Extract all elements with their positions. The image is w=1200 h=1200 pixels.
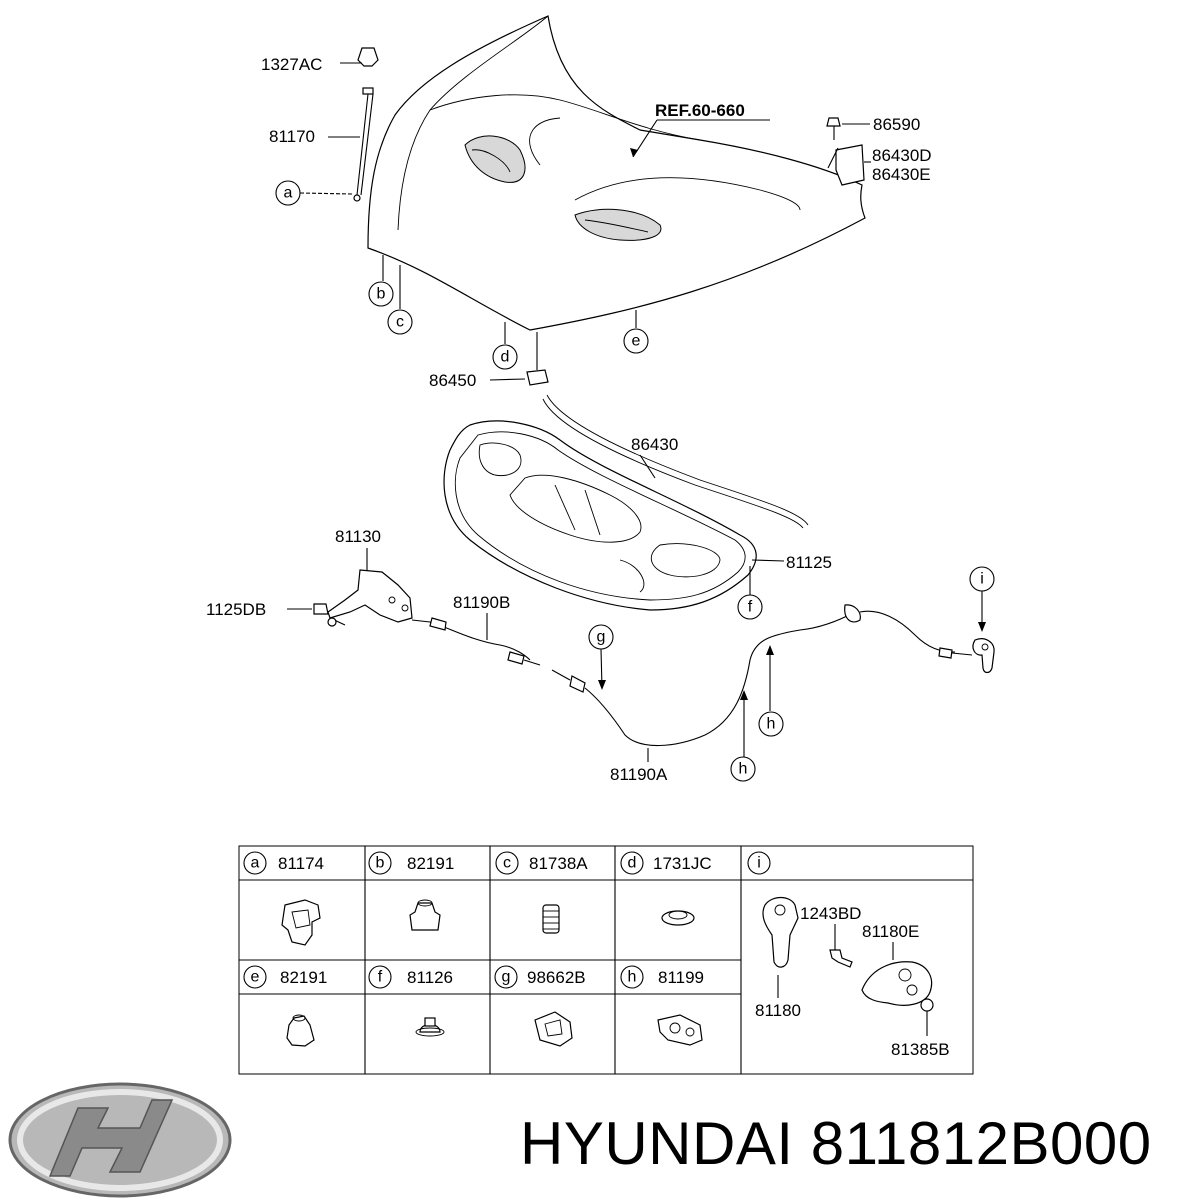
lever-81180e-icon bbox=[861, 961, 933, 1006]
legend-i-part-81180: 81180 bbox=[755, 1001, 801, 1020]
legend-letter-i: i bbox=[757, 855, 761, 872]
legend-part-e: 82191 bbox=[280, 968, 327, 987]
callout-letter-g: g bbox=[597, 629, 606, 646]
part-label-81190a: 81190A bbox=[610, 765, 668, 784]
bumper-82191-icon bbox=[409, 899, 441, 931]
grommet-1731jc-icon bbox=[661, 910, 695, 926]
release-handle-81180-icon bbox=[762, 896, 799, 968]
hood-insulator-pad bbox=[443, 420, 757, 611]
part-label-86430d: 86430D bbox=[872, 146, 932, 165]
legend-part-h: 81199 bbox=[658, 968, 704, 987]
hood-panel bbox=[367, 15, 866, 331]
legend-letter-c: c bbox=[503, 855, 511, 872]
callout-letter-f: f bbox=[748, 599, 753, 616]
part-label-86430e: 86430E bbox=[872, 165, 931, 184]
hyundai-logo bbox=[8, 1082, 232, 1198]
callout-letter-a: a bbox=[284, 185, 293, 202]
callout-letter-b: b bbox=[377, 286, 386, 303]
part-label-86430: 86430 bbox=[631, 435, 678, 454]
part-label-86450: 86450 bbox=[429, 371, 476, 390]
part-label-1327ac: 1327AC bbox=[261, 55, 322, 74]
legend-part-c: 81738A bbox=[529, 854, 588, 873]
legend-part-d: 1731JC bbox=[653, 854, 712, 873]
bumper-82191-e-icon bbox=[286, 1014, 315, 1047]
clip-81199-icon bbox=[657, 1014, 703, 1046]
legend-table: a 81174 b 82191 c 81738A d 1731JC i e 82… bbox=[238, 845, 974, 1075]
callout-letter-c: c bbox=[396, 314, 404, 331]
legend-letter-g: g bbox=[502, 969, 511, 986]
clip-81126-icon bbox=[415, 1017, 445, 1037]
spring-81738a-icon bbox=[542, 904, 560, 934]
part-label-86590: 86590 bbox=[873, 115, 920, 134]
legend-letter-h: h bbox=[628, 969, 637, 986]
legend-letter-e: e bbox=[251, 969, 260, 986]
hood-stay-assembly bbox=[353, 47, 379, 202]
hood-bumper-bracket bbox=[826, 117, 865, 186]
legend-i-part-1243bd: 1243BD bbox=[800, 904, 861, 923]
legend-letter-a: a bbox=[251, 855, 260, 872]
hood-latch bbox=[327, 569, 413, 627]
legend-letter-b: b bbox=[376, 855, 385, 872]
legend-part-f: 81126 bbox=[407, 968, 453, 987]
callout-letter-e: e bbox=[632, 333, 641, 350]
ref-label: REF.60-660 bbox=[655, 101, 745, 120]
legend-part-b: 82191 bbox=[407, 854, 454, 873]
legend-part-a: 81174 bbox=[278, 854, 324, 873]
legend-part-g: 98662B bbox=[527, 968, 586, 987]
clip-98662b-icon bbox=[534, 1011, 573, 1047]
legend-letter-d: d bbox=[628, 855, 637, 872]
legend-letter-f: f bbox=[378, 969, 383, 986]
part-label-81170: 81170 bbox=[269, 127, 315, 146]
legend-i-part-81385b: 81385B bbox=[891, 1040, 950, 1059]
callout-letter-i: i bbox=[980, 571, 984, 588]
callout-letter-h-1: h bbox=[767, 716, 776, 733]
hood-release-handle-small bbox=[972, 638, 995, 674]
legend-i-part-81180e: 81180E bbox=[862, 922, 919, 941]
part-label-81130: 81130 bbox=[335, 527, 381, 546]
part-label-81125: 81125 bbox=[786, 553, 832, 572]
brand-part-number: HYUNDAI 811812B000 bbox=[520, 1110, 1152, 1177]
part-label-1125db: 1125DB bbox=[206, 600, 266, 619]
callout-letter-d: d bbox=[501, 349, 510, 366]
part-label-81190b: 81190B bbox=[453, 593, 510, 612]
callout-letter-h-2: h bbox=[739, 761, 748, 778]
clip-81174-icon bbox=[281, 899, 321, 946]
